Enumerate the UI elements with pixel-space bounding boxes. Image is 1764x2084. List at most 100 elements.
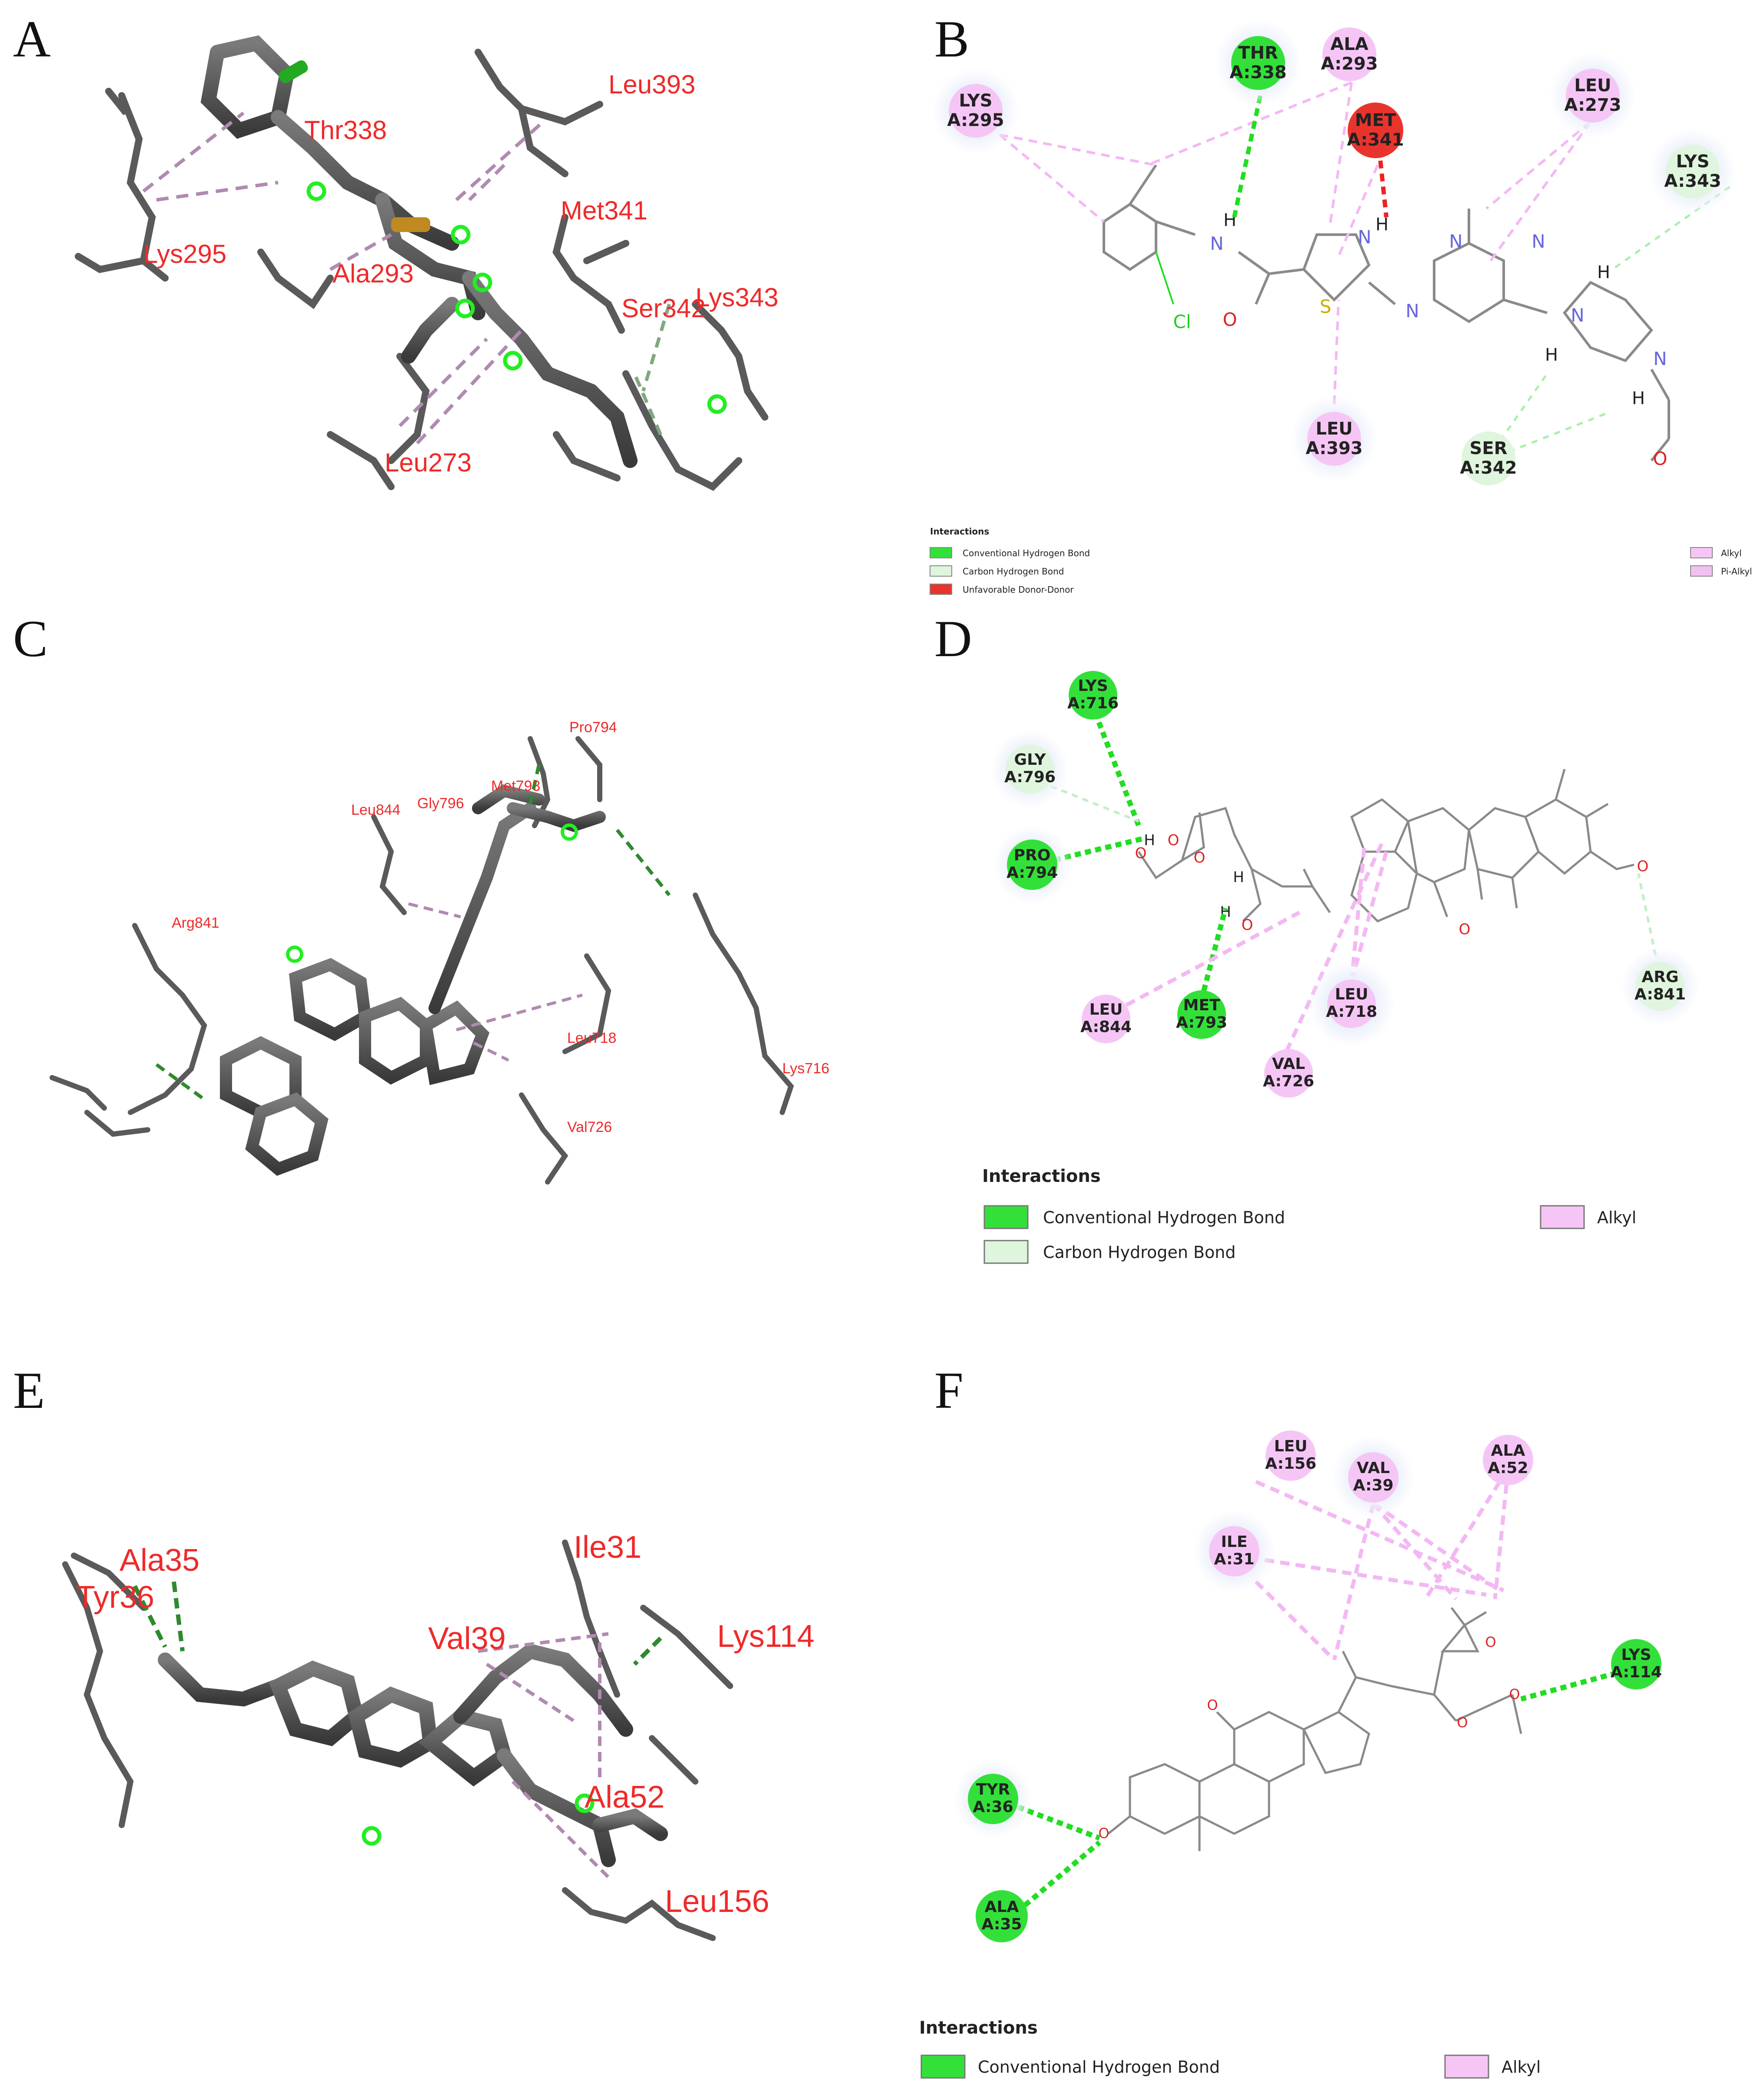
- atom-b-n7: N: [1653, 348, 1667, 369]
- svg-text:Interactions: Interactions: [930, 526, 989, 537]
- atom-f-o2: O: [1207, 1697, 1218, 1713]
- svg-text:A:844: A:844: [1080, 1018, 1132, 1036]
- svg-text:A:273: A:273: [1564, 95, 1621, 115]
- svg-text:LYS: LYS: [1078, 677, 1108, 695]
- residue-d-6: VAL A:726: [1263, 1049, 1314, 1098]
- label-c-7: Val726: [567, 1119, 612, 1135]
- svg-text:Conventional Hydrogen Bond: Conventional Hydrogen Bond: [963, 548, 1090, 558]
- atom-b-o1: O: [1223, 309, 1237, 330]
- atom-b-h3: H: [1597, 262, 1610, 282]
- panel-letter-a: A: [13, 10, 51, 68]
- residue-b-0: LYS A:295: [932, 67, 1019, 154]
- label-c-5: Leu718: [567, 1030, 616, 1046]
- label-e-2: Ile31: [574, 1530, 641, 1565]
- atom-d-o4: O: [1242, 916, 1253, 934]
- svg-text:A:31: A:31: [1214, 1550, 1254, 1568]
- residue-b-2: ALA A:293: [1321, 27, 1378, 81]
- residue-b-5: LYS A:343: [1649, 128, 1736, 215]
- svg-text:A:35: A:35: [981, 1915, 1022, 1933]
- atom-d-o6: O: [1637, 858, 1649, 875]
- svg-text:GLY: GLY: [1014, 751, 1046, 769]
- svg-text:Interactions: Interactions: [919, 2018, 1038, 2038]
- residue-d-5: LEU A:718: [1308, 960, 1395, 1047]
- svg-text:ALA: ALA: [985, 1898, 1019, 1916]
- svg-text:LYS: LYS: [1676, 152, 1709, 172]
- svg-text:A:39: A:39: [1353, 1477, 1393, 1494]
- atom-f-o3: O: [1457, 1714, 1468, 1731]
- legend-d: Interactions Conventional Hydrogen Bond …: [982, 1166, 1636, 1264]
- panel-a-3d-view: Thr338 Leu393 Met341 Lys295 Ala293 Ser34…: [75, 35, 778, 491]
- svg-text:LYS: LYS: [1621, 1646, 1651, 1664]
- residue-b-6: LEU A:393: [1291, 395, 1378, 482]
- svg-text:A:841: A:841: [1634, 986, 1686, 1003]
- svg-text:A:796: A:796: [1004, 768, 1056, 786]
- svg-text:LEU: LEU: [1574, 76, 1611, 96]
- svg-text:A:52: A:52: [1488, 1459, 1528, 1477]
- svg-text:VAL: VAL: [1357, 1459, 1390, 1477]
- atom-b-h5: H: [1632, 388, 1645, 408]
- svg-text:LEU: LEU: [1316, 419, 1352, 439]
- panel-f-2d-diagram: O O O O O LEU A:156 VAL A:3: [919, 1430, 1662, 2079]
- atom-b-n6: N: [1571, 305, 1584, 326]
- svg-text:A:341: A:341: [1347, 130, 1404, 150]
- label-a-5: Ser342: [621, 294, 705, 323]
- svg-text:Interactions: Interactions: [982, 1166, 1101, 1186]
- svg-text:A:343: A:343: [1664, 171, 1721, 191]
- svg-text:A:342: A:342: [1460, 458, 1517, 478]
- svg-text:ARG: ARG: [1641, 968, 1678, 986]
- label-a-0: Thr338: [304, 116, 387, 145]
- svg-text:A:114: A:114: [1611, 1663, 1662, 1681]
- svg-text:Pi-Alkyl: Pi-Alkyl: [1721, 566, 1752, 577]
- residue-f-2: ALA A:52: [1483, 1435, 1533, 1485]
- panel-letter-b: B: [934, 10, 969, 68]
- svg-text:Alkyl: Alkyl: [1597, 1208, 1636, 1227]
- legend-b: Interactions Conventional Hydrogen Bond …: [930, 526, 1752, 595]
- residue-b-3: MET A:341: [1347, 103, 1404, 158]
- svg-text:Conventional Hydrogen Bond: Conventional Hydrogen Bond: [978, 2057, 1220, 2077]
- svg-text:A:793: A:793: [1176, 1014, 1227, 1032]
- panel-letter-c: C: [13, 610, 48, 667]
- svg-text:PRO: PRO: [1014, 846, 1051, 864]
- residue-f-0: LEU A:156: [1265, 1430, 1316, 1481]
- atom-f-o1: O: [1098, 1825, 1109, 1842]
- atom-b-n4: N: [1449, 231, 1462, 252]
- residue-d-7: ARG A:841: [1621, 947, 1699, 1025]
- label-c-2: Gly796: [417, 795, 464, 812]
- label-e-6: Leu156: [665, 1884, 769, 1919]
- label-e-4: Lys114: [717, 1619, 814, 1654]
- svg-text:ILE: ILE: [1221, 1533, 1248, 1551]
- residue-d-2: PRO A:794: [993, 826, 1071, 904]
- svg-text:A:36: A:36: [973, 1798, 1013, 1816]
- label-e-5: Ala52: [585, 1780, 664, 1815]
- atom-b-n2: N: [1358, 226, 1371, 248]
- label-a-4: Ala293: [332, 259, 414, 288]
- atom-b-s: S: [1320, 296, 1332, 317]
- atom-b-cl: Cl: [1173, 311, 1191, 332]
- residue-f-3: ILE A:31: [1193, 1510, 1276, 1593]
- svg-text:A:718: A:718: [1326, 1003, 1377, 1021]
- svg-text:TYR: TYR: [976, 1781, 1010, 1799]
- label-a-2: Met341: [561, 196, 648, 225]
- svg-text:A:393: A:393: [1306, 438, 1362, 458]
- svg-text:A:156: A:156: [1265, 1455, 1316, 1473]
- svg-text:ALA: ALA: [1330, 34, 1368, 54]
- residue-b-7: SER A:342: [1460, 431, 1517, 485]
- label-c-6: Lys716: [782, 1060, 829, 1077]
- label-a-7: Leu273: [385, 448, 472, 477]
- svg-text:LEU: LEU: [1090, 1001, 1123, 1019]
- panel-e-3d-view: Ala35 Tyr36 Ile31 Val39 Lys114 Ala52 Leu…: [62, 1530, 814, 1941]
- atom-b-h2: H: [1375, 215, 1389, 235]
- svg-text:A:794: A:794: [1007, 864, 1058, 882]
- atom-b-n5: N: [1531, 231, 1545, 252]
- svg-text:A:295: A:295: [947, 110, 1004, 130]
- label-e-0: Ala35: [120, 1543, 199, 1578]
- label-a-1: Leu393: [608, 70, 695, 99]
- label-c-3: Met793: [491, 778, 540, 794]
- svg-text:Alkyl: Alkyl: [1721, 548, 1742, 558]
- svg-text:Unfavorable Donor-Donor: Unfavorable Donor-Donor: [963, 584, 1074, 595]
- svg-text:LEU: LEU: [1335, 986, 1369, 1003]
- residue-d-1: GLY A:796: [991, 730, 1069, 808]
- label-c-1: Leu844: [351, 802, 400, 818]
- svg-text:A:338: A:338: [1229, 63, 1286, 83]
